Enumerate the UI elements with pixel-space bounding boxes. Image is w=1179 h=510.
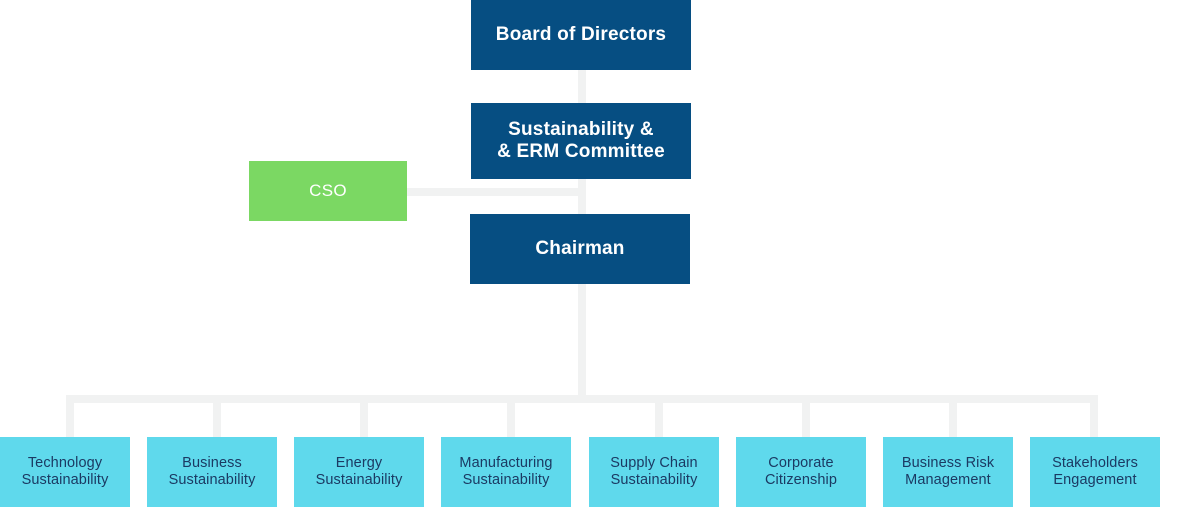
node-business-risk-management[interactable]: Business Risk Management [883,437,1013,507]
node-technology-sustainability-label: Technology Sustainability [21,454,109,488]
node-business-sustainability-label: Business Sustainability [168,454,256,488]
node-chairman[interactable]: Chairman [470,214,690,284]
connector-drop-stakeholders-engagement [1090,395,1098,437]
node-stakeholders-engagement[interactable]: Stakeholders Engagement [1030,437,1160,507]
node-technology-sustainability[interactable]: Technology Sustainability [0,437,130,507]
node-stakeholders-engagement-label: Stakeholders Engagement [1052,454,1138,488]
node-sustainability-erm-committee[interactable]: Sustainability & & ERM Committee [471,103,691,179]
connector-board-to-committee [578,70,586,103]
node-manufacturing-sustainability-label: Manufacturing Sustainability [459,454,553,488]
connector-horizontal-bus [66,395,1098,403]
node-supply-chain-sustainability-label: Supply Chain Sustainability [610,454,698,488]
connector-cso-to-trunk [406,188,586,196]
connector-drop-supply-chain-sustainability [655,395,663,437]
node-energy-sustainability-label: Energy Sustainability [315,454,403,488]
connector-drop-technology-sustainability [66,395,74,437]
node-manufacturing-sustainability[interactable]: Manufacturing Sustainability [441,437,571,507]
connector-chairman-trunk [578,284,586,395]
node-cso-label: CSO [309,180,347,200]
connector-drop-energy-sustainability [360,395,368,437]
connector-drop-business-risk-management [949,395,957,437]
connector-drop-manufacturing-sustainability [507,395,515,437]
node-corporate-citizenship-label: Corporate Citizenship [764,454,838,488]
connector-drop-business-sustainability [213,395,221,437]
node-board-of-directors[interactable]: Board of Directors [471,0,691,70]
node-business-risk-management-label: Business Risk Management [901,454,995,488]
node-cso[interactable]: CSO [249,161,407,221]
node-board-of-directors-label: Board of Directors [495,23,667,45]
node-corporate-citizenship[interactable]: Corporate Citizenship [736,437,866,507]
node-sustainability-erm-committee-label: Sustainability & & ERM Committee [497,118,665,162]
node-business-sustainability[interactable]: Business Sustainability [147,437,277,507]
node-supply-chain-sustainability[interactable]: Supply Chain Sustainability [589,437,719,507]
connector-drop-corporate-citizenship [802,395,810,437]
node-chairman-label: Chairman [535,237,625,259]
node-energy-sustainability[interactable]: Energy Sustainability [294,437,424,507]
connector-committee-to-chairman [578,179,586,214]
